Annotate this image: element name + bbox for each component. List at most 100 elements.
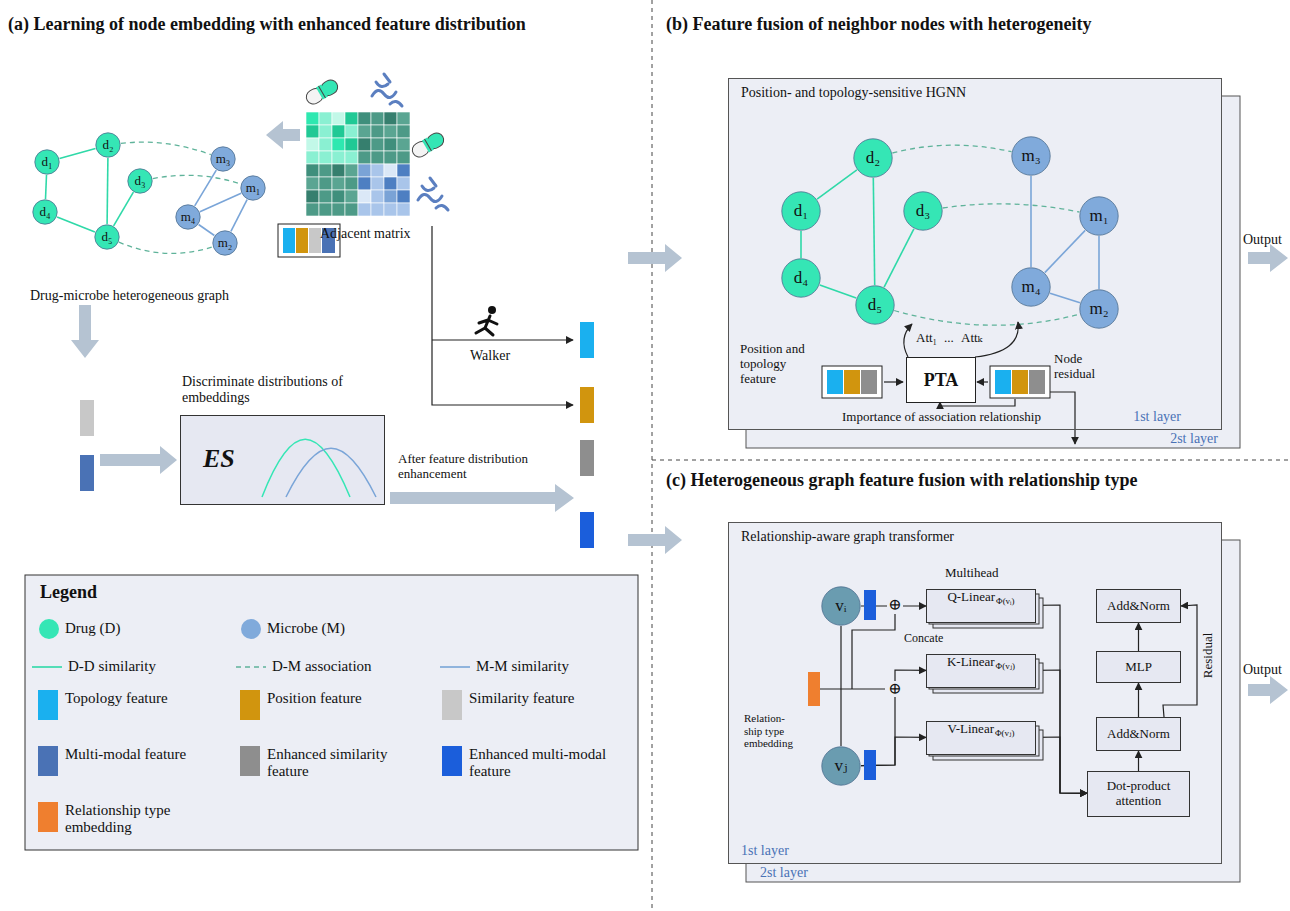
node-text-wrap: m₁ — [1079, 196, 1119, 236]
legend-text: Multi-modal feature — [65, 746, 215, 763]
text-label: Walker — [470, 348, 510, 364]
node-text-wrap: d₃ — [127, 168, 153, 194]
drug-node: d₂ — [853, 138, 893, 178]
node-label: d₅ — [101, 230, 112, 245]
connector — [57, 217, 95, 232]
text-label: Legend — [40, 582, 97, 603]
node-label: m₃ — [216, 152, 231, 167]
legend-swatch — [240, 690, 260, 720]
matrix-cell — [345, 151, 358, 164]
connector — [1036, 670, 1087, 793]
connector — [106, 158, 108, 224]
node-text-wrap: Add&Norm — [1097, 718, 1180, 750]
node-text-wrap: d₅ — [855, 285, 895, 325]
node-label: m₄ — [181, 210, 196, 225]
connector — [46, 175, 47, 199]
matrix-cell — [345, 164, 358, 177]
matrix-cell — [332, 203, 345, 216]
node-text-wrap: d₄ — [781, 258, 821, 298]
legend-line — [440, 666, 470, 668]
microbe-node: m₁ — [240, 175, 266, 201]
matrix-cell — [306, 164, 319, 177]
node-label: m₁ — [246, 181, 261, 196]
feature-stack — [990, 366, 1050, 398]
node-label: d₂ — [102, 138, 113, 153]
microbe-icon — [384, 74, 390, 82]
walker-line — [432, 226, 573, 405]
layer-panel: Position- and topology-sensitive HGNN1st… — [728, 78, 1222, 430]
node-text-wrap: d₂ — [95, 132, 121, 158]
connector — [943, 204, 1080, 212]
node-label: Add&Norm — [1107, 727, 1170, 742]
connector — [820, 285, 856, 298]
pta-arrow — [904, 324, 912, 357]
panel-fill — [25, 78, 1240, 882]
matrix-cell — [358, 151, 371, 164]
matrix-cell — [345, 138, 358, 151]
matrix-cell — [319, 164, 332, 177]
microbe-icon — [422, 186, 434, 191]
matrix-cell — [384, 190, 397, 203]
matrix-cell — [371, 138, 384, 151]
matrix-cell — [371, 112, 384, 125]
node-circle — [213, 231, 237, 255]
matrix-cell — [306, 112, 319, 125]
walker-line — [432, 339, 573, 340]
matrix-cell — [306, 177, 319, 190]
matrix-cell — [332, 112, 345, 125]
panel-fill — [728, 78, 1222, 430]
node-label: 2st layer — [760, 865, 808, 881]
connector — [200, 193, 241, 211]
connector — [840, 626, 841, 746]
matrix-cell — [384, 177, 397, 190]
legend-text: Similarity feature — [469, 690, 619, 707]
connector — [894, 311, 1079, 326]
matrix-cell — [345, 190, 358, 203]
feature-stack — [1029, 370, 1045, 394]
node-text-wrap: d₁ — [781, 191, 821, 231]
node-circle — [211, 147, 235, 171]
legend-swatch — [442, 690, 462, 720]
matrix-cell — [384, 125, 397, 138]
legend-text: Enhanced similarity feature — [267, 746, 417, 781]
matrix-cell — [306, 203, 319, 216]
connector — [1138, 623, 1139, 651]
node-circle — [854, 139, 892, 177]
matrix-cell — [345, 203, 358, 216]
legend-swatch — [38, 690, 58, 720]
legend-text: Drug (D) — [65, 620, 215, 637]
matrix-cell — [397, 203, 410, 216]
node-circle — [96, 133, 120, 157]
node-text-wrap: Add&Norm — [1097, 590, 1180, 622]
node-label: vᵢ — [835, 596, 846, 616]
microbe-icon — [376, 82, 388, 87]
drug-pill-icon — [319, 86, 326, 98]
adjacency-matrix — [306, 112, 410, 216]
node-label: V-Linear — [948, 722, 994, 737]
matrix-cell — [397, 177, 410, 190]
matrix-cell — [332, 125, 345, 138]
node-label: m₂ — [218, 236, 233, 251]
matrix-cell — [358, 138, 371, 151]
process-box: Add&Norm — [1096, 717, 1181, 751]
matrix-cell — [384, 138, 397, 151]
text-label: Att₁ — [916, 331, 937, 346]
node-text-wrap: PTA — [907, 358, 975, 402]
connector — [892, 145, 1011, 153]
node-sublabel: Φ(vⱼ) — [995, 728, 1014, 738]
matrix-cell — [332, 164, 345, 177]
process-box: MLP — [1096, 651, 1181, 683]
text-label: Position and topology feature — [740, 342, 818, 387]
node-circle — [822, 747, 860, 785]
connector — [60, 149, 96, 159]
matrix-cell — [384, 203, 397, 216]
node-sublabel: 1st layer — [1133, 409, 1181, 425]
legend-text: M-M similarity — [476, 658, 626, 675]
connector — [1050, 293, 1080, 303]
node-label: d₅ — [868, 295, 882, 315]
node-label: Add&Norm — [1107, 599, 1170, 614]
legend-swatch — [38, 746, 58, 776]
legend-text: Position feature — [267, 690, 417, 707]
node-circle — [904, 192, 942, 230]
node-label: d₃ — [916, 201, 930, 221]
